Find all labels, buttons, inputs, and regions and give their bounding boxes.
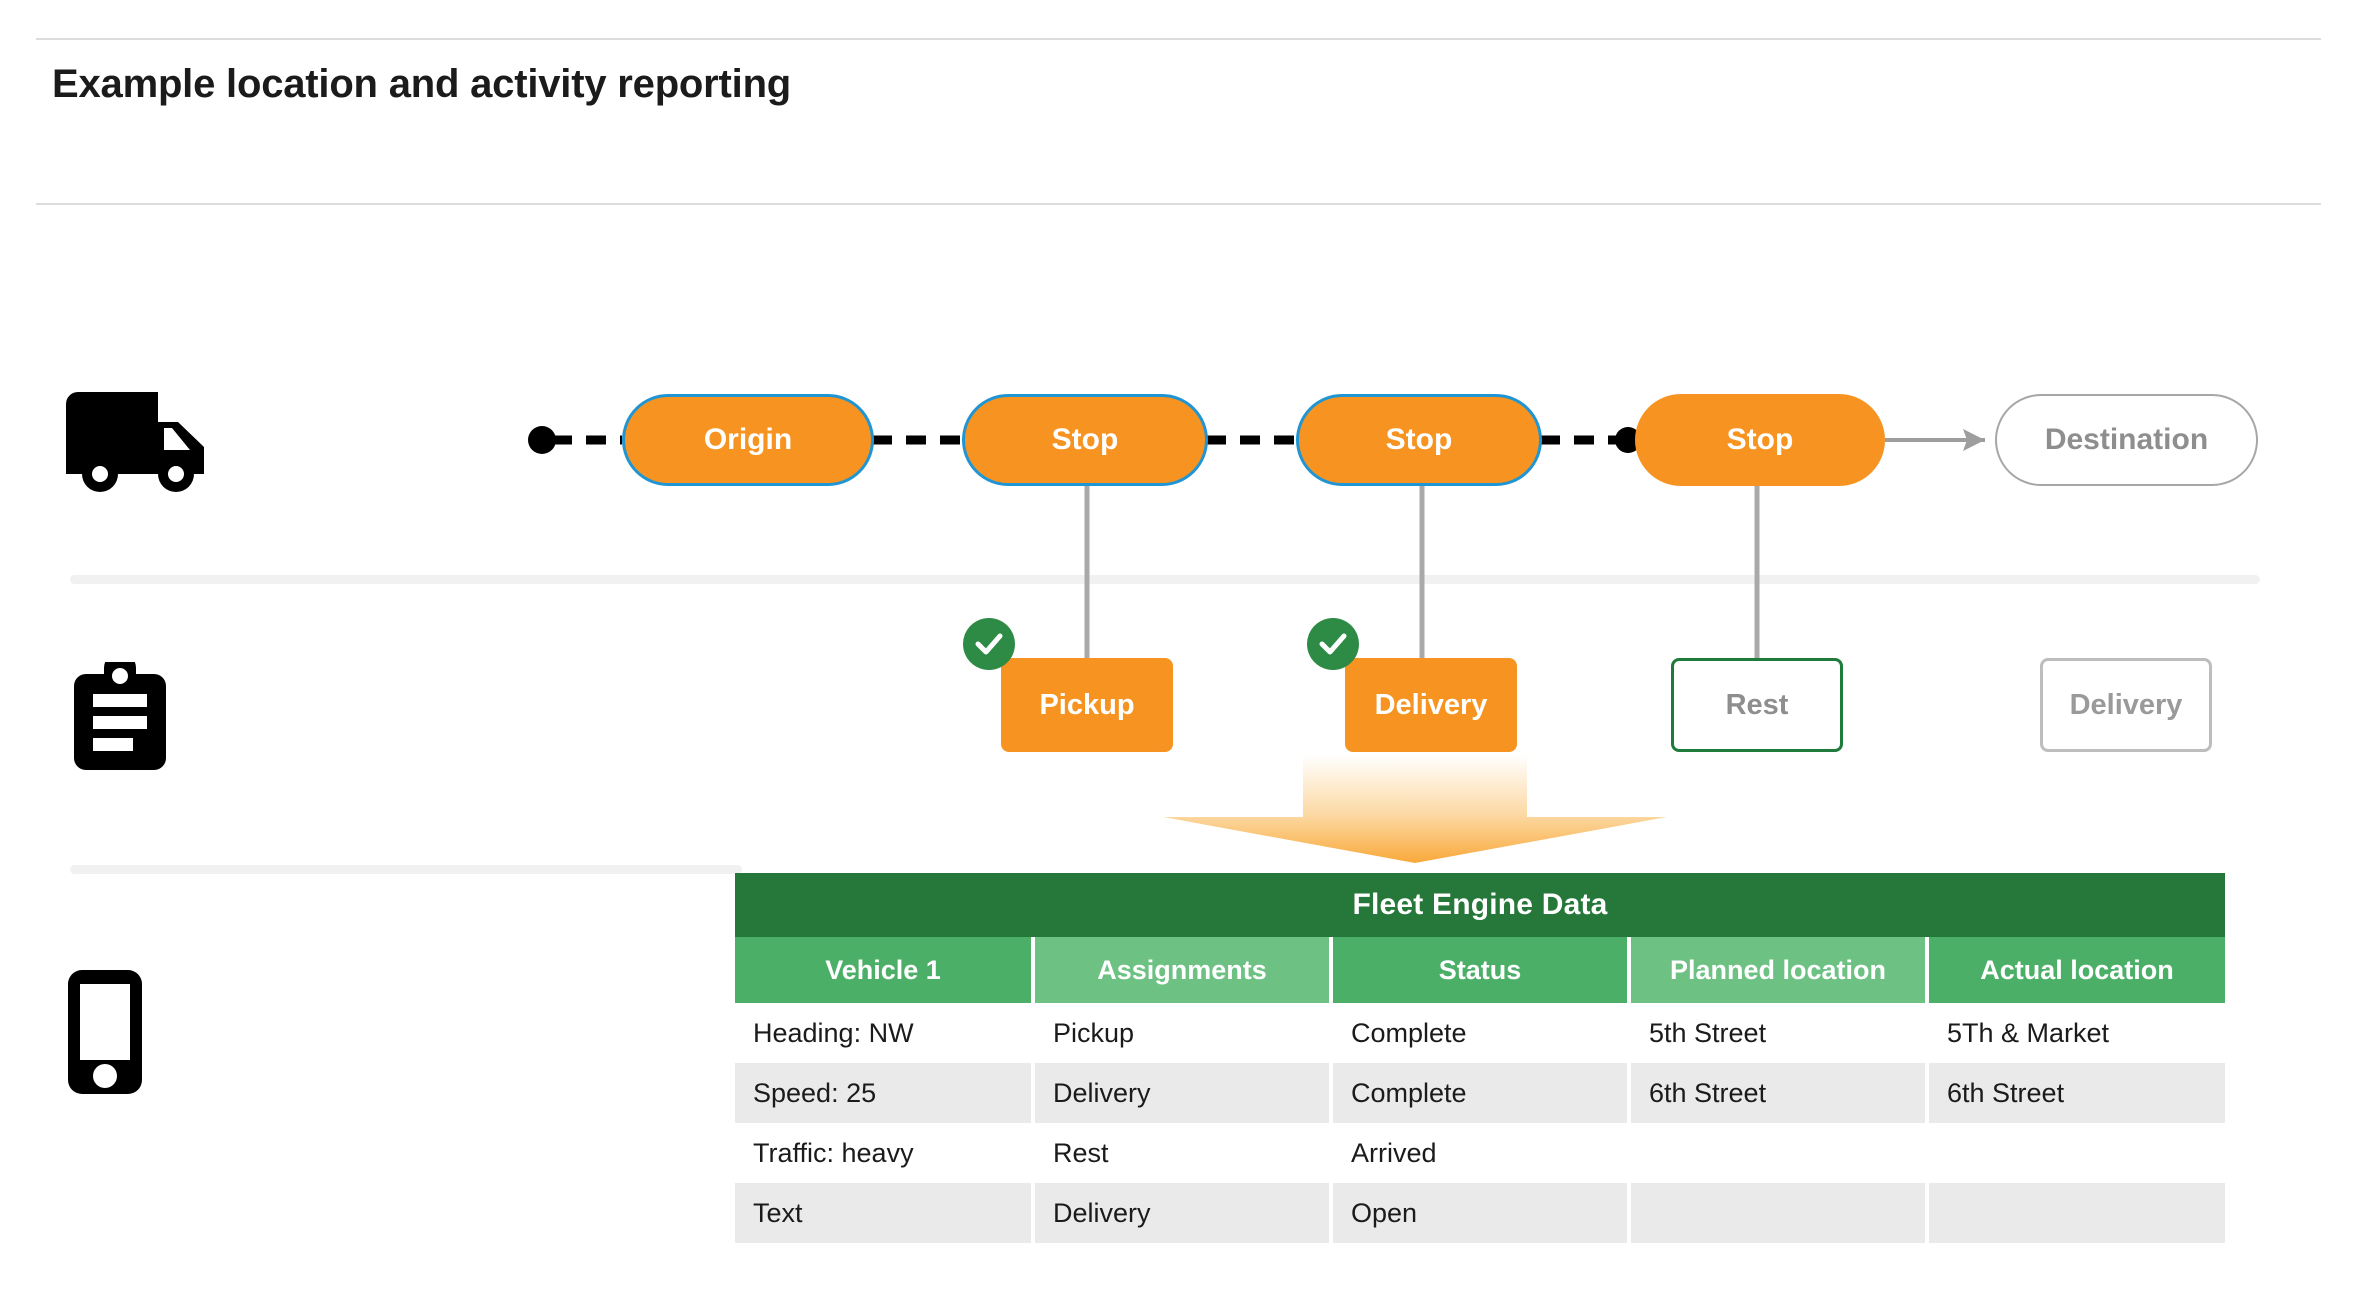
data-flow-arrow-icon: [1155, 755, 1675, 865]
cell-actual-location: [1927, 1123, 2225, 1183]
table-title-head: Fleet Engine Data: [735, 873, 2225, 937]
check-icon-delivery: [1307, 618, 1359, 670]
cell-status: Complete: [1331, 1003, 1631, 1063]
cell-assignment: Pickup: [1033, 1003, 1333, 1063]
activity-card-label: Pickup: [1039, 688, 1135, 721]
table-row: Text Delivery Open: [735, 1183, 2225, 1243]
cell-actual-location: [1927, 1183, 2225, 1243]
cell-planned-location: [1629, 1183, 1929, 1243]
cell-status: Arrived: [1331, 1123, 1631, 1183]
activity-card-delivery-complete[interactable]: Delivery: [1345, 658, 1517, 752]
fleet-engine-data-table: Fleet Engine Data Vehicle 1 Assignments …: [735, 873, 2225, 1243]
top-divider: [36, 38, 2321, 40]
cell-assignment: Delivery: [1033, 1063, 1333, 1123]
route-start-dot: [528, 426, 556, 454]
row-divider-activity-data: [70, 865, 742, 874]
table-body: Heading: NW Pickup Complete 5th Street 5…: [735, 1003, 2225, 1243]
activity-card-delivery-open[interactable]: Delivery: [2040, 658, 2212, 752]
table-title: Fleet Engine Data: [735, 873, 2225, 937]
route-stop-label: Stop: [1051, 423, 1119, 456]
cell-planned-location: [1629, 1123, 1929, 1183]
table-row: Speed: 25 Delivery Complete 6th Street 6…: [735, 1063, 2225, 1123]
route-stop-label: Stop: [1385, 423, 1453, 456]
route-stop-origin[interactable]: Origin: [622, 394, 874, 486]
activity-card-pickup[interactable]: Pickup: [1001, 658, 1173, 752]
header-divider: [36, 203, 2321, 205]
route-stop-label: Origin: [703, 423, 793, 456]
cell-assignment: Delivery: [1033, 1183, 1333, 1243]
cell-vehicle: Heading: NW: [735, 1003, 1035, 1063]
cell-planned-location: 5th Street: [1629, 1003, 1929, 1063]
clipboard-icon: [66, 652, 174, 777]
route-stop-3[interactable]: Stop: [1635, 394, 1885, 486]
column-header-status[interactable]: Status: [1331, 937, 1631, 1003]
activity-card-label: Delivery: [2069, 688, 2183, 721]
cell-planned-location: 6th Street: [1629, 1063, 1929, 1123]
cell-actual-location: 6th Street: [1927, 1063, 2225, 1123]
cell-actual-location: 5Th & Market: [1927, 1003, 2225, 1063]
row-divider-route-activity: [70, 575, 2260, 584]
truck-icon: [66, 392, 221, 497]
route-stop-destination[interactable]: Destination: [1995, 394, 2258, 486]
column-header-planned-location[interactable]: Planned location: [1629, 937, 1929, 1003]
column-header-assignments[interactable]: Assignments: [1033, 937, 1333, 1003]
route-stop-label: Stop: [1726, 423, 1794, 456]
table-column-head: Vehicle 1 Assignments Status Planned loc…: [735, 937, 2225, 1003]
table-row: Traffic: heavy Rest Arrived: [735, 1123, 2225, 1183]
cell-vehicle: Traffic: heavy: [735, 1123, 1035, 1183]
page-title: Example location and activity reporting: [52, 62, 792, 106]
cell-vehicle: Text: [735, 1183, 1035, 1243]
route-stop-label: Destination: [2044, 423, 2209, 456]
activity-card-label: Rest: [1725, 688, 1789, 721]
activity-card-rest[interactable]: Rest: [1671, 658, 1843, 752]
route-stop-1[interactable]: Stop: [962, 394, 1208, 486]
cell-assignment: Rest: [1033, 1123, 1333, 1183]
cell-status: Open: [1331, 1183, 1631, 1243]
route-stop-2[interactable]: Stop: [1296, 394, 1542, 486]
cell-vehicle: Speed: 25: [735, 1063, 1035, 1123]
column-header-actual-location[interactable]: Actual location: [1927, 937, 2225, 1003]
activity-card-label: Delivery: [1374, 688, 1488, 721]
column-header-vehicle[interactable]: Vehicle 1: [735, 937, 1035, 1003]
check-icon-pickup: [963, 618, 1015, 670]
table-row: Heading: NW Pickup Complete 5th Street 5…: [735, 1003, 2225, 1063]
phone-icon: [66, 968, 144, 1101]
cell-status: Complete: [1331, 1063, 1631, 1123]
